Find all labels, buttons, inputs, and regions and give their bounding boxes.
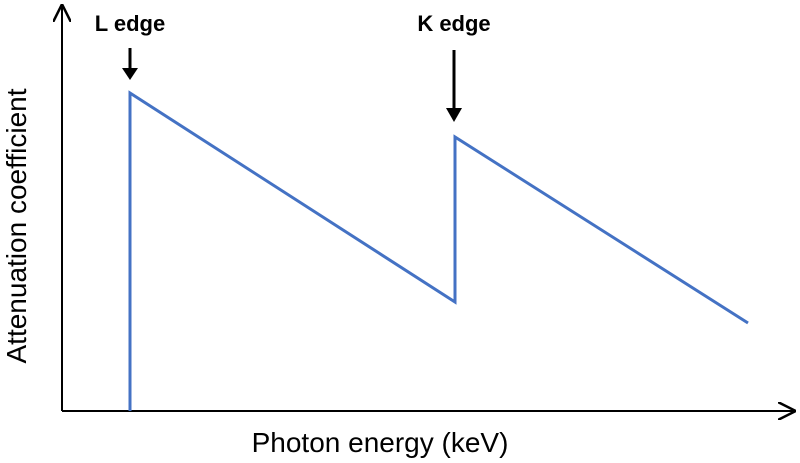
attenuation-curve bbox=[128, 90, 749, 411]
x-axis-label: Photon energy (keV) bbox=[252, 427, 509, 458]
k-edge-label: K edge bbox=[417, 11, 490, 36]
l-edge-arrow-head bbox=[122, 68, 138, 80]
k-edge-arrow-head bbox=[446, 108, 462, 122]
y-axis-label: Attenuation coefficient bbox=[1, 88, 32, 363]
l-edge-label: L edge bbox=[95, 11, 166, 36]
